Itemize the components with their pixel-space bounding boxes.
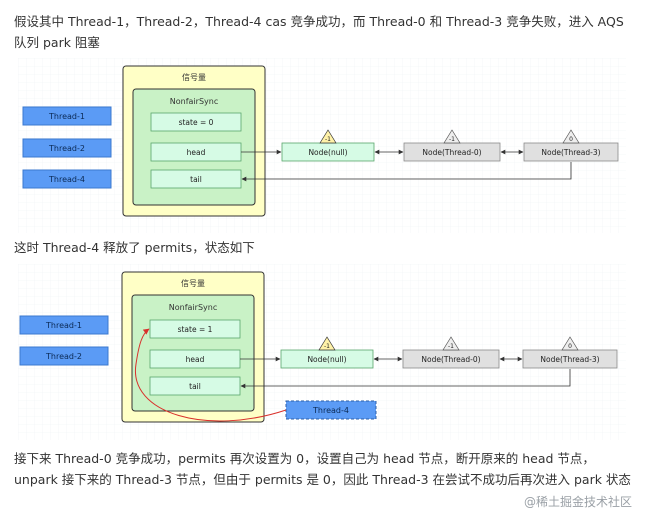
thread-box: Thread-2 xyxy=(19,346,109,366)
tail-pointer-arrow xyxy=(241,162,572,182)
diagram-initial-state: Thread-1 Thread-2 Thread-4 信号量 NonfairSy… xyxy=(18,58,626,233)
semaphore-title: 信号量 xyxy=(182,72,206,82)
paragraph-next: 接下来 Thread-0 竞争成功，permits 再次设置为 0，设置自己为 … xyxy=(14,451,631,487)
wait-status-badge xyxy=(562,129,580,144)
head-label: head xyxy=(186,355,205,364)
thread-box: Thread-2 xyxy=(22,138,112,158)
badge-label: 0 xyxy=(569,136,573,143)
node-thread-3-label: Node(Thread-3) xyxy=(541,148,600,157)
tail-pointer-arrow xyxy=(240,369,571,389)
tail-label: tail xyxy=(190,175,202,184)
badge-label: -1 xyxy=(324,343,330,350)
watermark: @稀土掘金技术社区 xyxy=(523,495,632,509)
thread-box: Thread-1 xyxy=(19,315,109,335)
thread-4-label: Thread-4 xyxy=(48,175,85,184)
wait-status-badge xyxy=(443,129,461,144)
head-label: head xyxy=(187,148,206,157)
thread-1-label: Thread-1 xyxy=(45,321,82,330)
released-thread-label: Thread-4 xyxy=(312,406,349,415)
badge-label: -1 xyxy=(449,136,455,143)
paragraph-release: 这时 Thread-4 释放了 permits，状态如下 xyxy=(14,240,255,255)
badge-label: 0 xyxy=(568,343,572,350)
badge-label: -1 xyxy=(448,343,454,350)
tail-field xyxy=(150,169,242,189)
badge-label: -1 xyxy=(325,136,331,143)
thread-box: Thread-1 xyxy=(22,106,112,126)
node-thread-0-label: Node(Thread-0) xyxy=(421,355,480,364)
node-null-label: Node(null) xyxy=(308,148,347,157)
node-thread-3-label: Node(Thread-3) xyxy=(540,355,599,364)
tail-label: tail xyxy=(189,382,201,391)
state-field xyxy=(149,319,241,339)
node-thread-0-label: Node(Thread-0) xyxy=(422,148,481,157)
sync-title: NonfairSync xyxy=(169,303,217,312)
state-label: state = 1 xyxy=(178,325,213,334)
wait-status-badge xyxy=(318,336,336,351)
semaphore-title: 信号量 xyxy=(181,278,205,288)
diagram-after-release: Thread-1 Thread-2 信号量 NonfairSync state … xyxy=(18,264,626,440)
wait-status-badge xyxy=(319,129,337,144)
sync-title: NonfairSync xyxy=(170,97,218,106)
thread-box: Thread-4 xyxy=(22,169,112,189)
release-permit-arrow xyxy=(135,328,287,422)
wait-status-badge xyxy=(442,336,460,351)
thread-2-label: Thread-2 xyxy=(45,352,82,361)
state-field xyxy=(150,112,242,132)
thread-2-label: Thread-2 xyxy=(48,144,85,153)
node-null-label: Node(null) xyxy=(307,355,346,364)
thread-1-label: Thread-1 xyxy=(48,112,85,121)
tail-field xyxy=(149,376,241,396)
wait-status-badge xyxy=(561,336,579,351)
paragraph-intro: 假设其中 Thread-1，Thread-2，Thread-4 cas 竞争成功… xyxy=(14,14,624,50)
state-label: state = 0 xyxy=(179,118,214,127)
